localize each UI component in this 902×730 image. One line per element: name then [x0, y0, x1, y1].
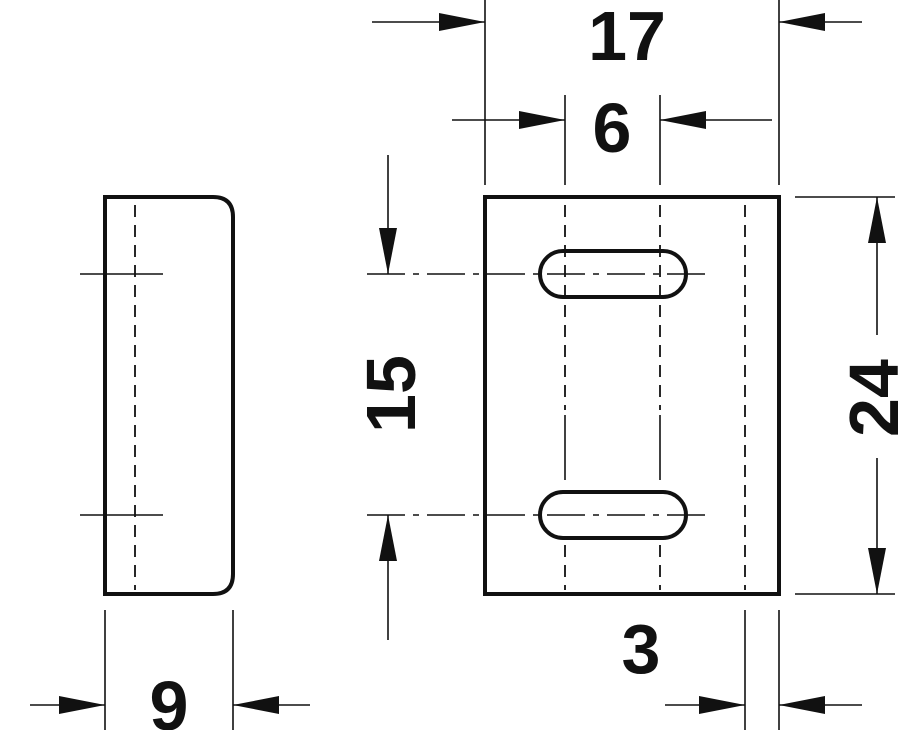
- dimension-label-15: 15: [352, 355, 430, 433]
- side-view: 9: [30, 195, 310, 730]
- dimension-label-9: 9: [150, 667, 189, 730]
- dimension-label-6: 6: [593, 89, 632, 167]
- side-outline: [103, 195, 235, 596]
- front-outline: [483, 195, 781, 596]
- front-view: 17 6 15 24 3: [352, 0, 902, 730]
- dimension-label-3: 3: [622, 610, 661, 688]
- dimension-label-24: 24: [835, 359, 902, 437]
- dimension-label-17: 17: [588, 0, 666, 75]
